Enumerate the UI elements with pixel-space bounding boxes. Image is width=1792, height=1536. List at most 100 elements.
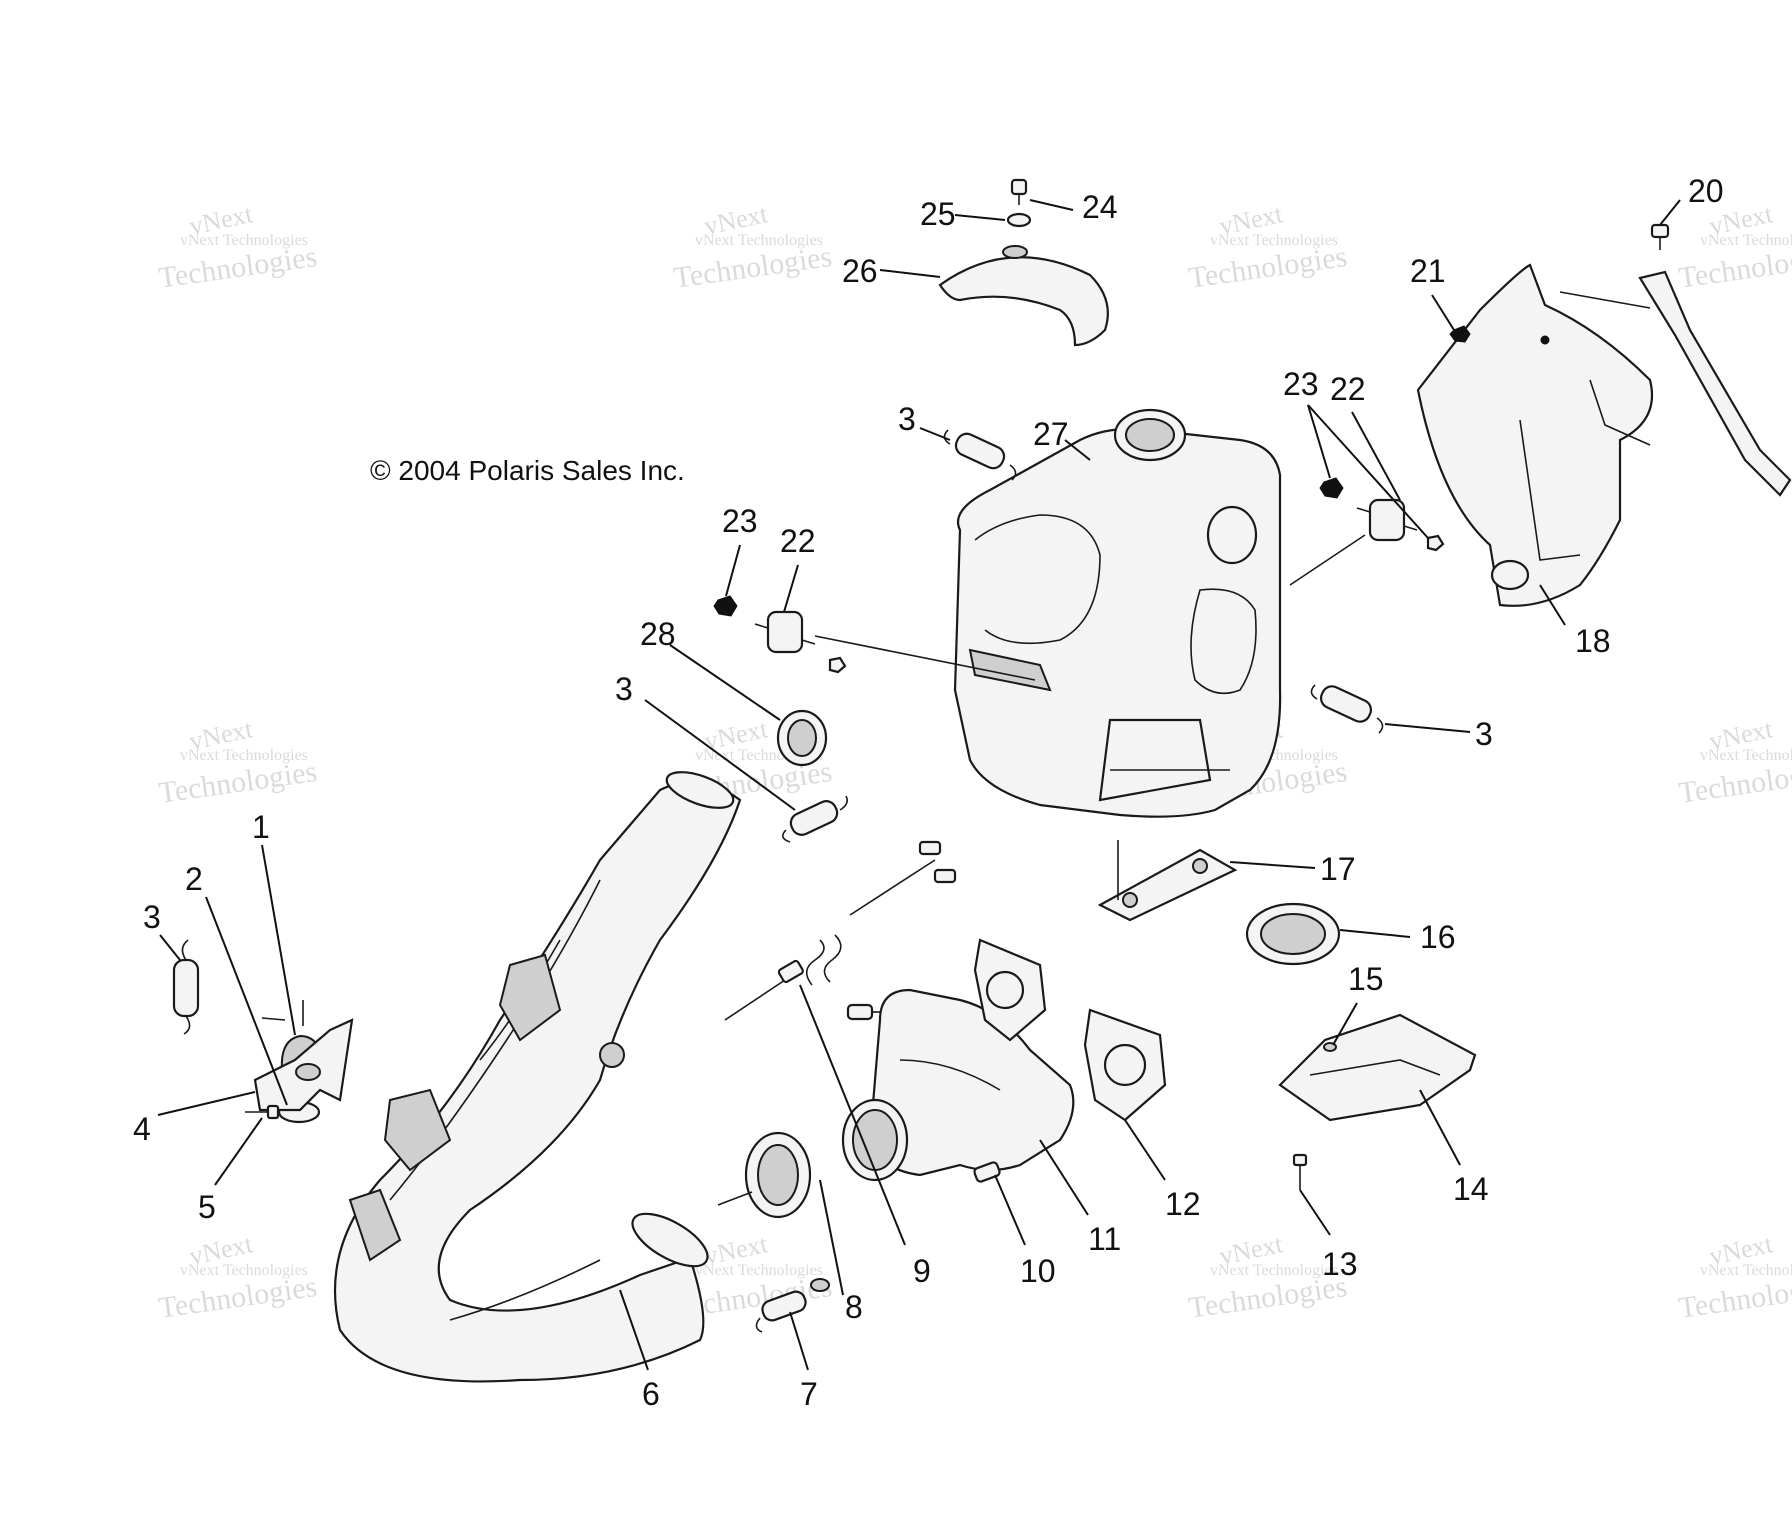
part-23-nut (1319, 477, 1344, 499)
callout-21: 21 (1410, 253, 1446, 289)
watermark: vNext vNext Technologies Technologies (671, 199, 834, 295)
callout-13: 13 (1322, 1246, 1358, 1282)
watermark-line2: vNext Technologies (180, 232, 308, 249)
part-3-spring (172, 939, 200, 1035)
pipe-axis-line (717, 1191, 753, 1206)
part-10-bolt (973, 1161, 1001, 1183)
callout-22: 22 (1330, 371, 1366, 407)
part-17-plate (1097, 840, 1238, 922)
leader-11 (1039, 1139, 1089, 1216)
callout-26: 26 (842, 253, 878, 289)
callout-labels: 1 2 3 4 5 6 7 8 9 10 11 12 13 14 15 16 1… (133, 173, 1724, 1412)
watermark-line2: vNext Technologies (695, 1262, 823, 1279)
part-16-seal-ring (1245, 902, 1341, 966)
watermark: vNext vNext Technologies Technologies (1186, 199, 1349, 295)
callout-15: 15 (1348, 961, 1384, 997)
callout-9: 9 (913, 1253, 931, 1289)
watermark-line2: vNext Technologies (1210, 1262, 1338, 1279)
part-18-heat-shield (1416, 263, 1654, 607)
part-3-spring (1310, 684, 1384, 734)
part-26-heat-shield (938, 245, 1109, 347)
callout-25: 25 (920, 196, 956, 232)
copyright-text: © 2004 Polaris Sales Inc. (370, 455, 685, 486)
leader-22-left (783, 564, 799, 613)
callout-3: 3 (143, 899, 161, 935)
callout-11: 11 (1088, 1221, 1121, 1257)
part-20-bolt (1650, 223, 1670, 250)
part-13-screw (1292, 1153, 1308, 1190)
leader-1 (261, 844, 296, 1036)
leader-lines (157, 199, 1681, 1371)
leader-23-right-a (1307, 404, 1331, 479)
callout-12: 12 (1165, 1186, 1201, 1222)
callout-7: 7 (800, 1376, 818, 1412)
part-3-spring (943, 429, 1017, 481)
watermark-line2: vNext Technologies (1700, 232, 1792, 249)
part-6-expansion-chamber (333, 771, 742, 1383)
leader-28 (669, 644, 781, 721)
watermark: vNext vNext Technologies Technologies (1676, 1229, 1792, 1325)
leader-10 (994, 1174, 1026, 1246)
watermark: vNext vNext Technologies Technologies (156, 1229, 319, 1325)
watermark-line2: vNext Technologies (180, 747, 308, 764)
part-12-gasket (973, 938, 1047, 1042)
leader-23-left (725, 544, 741, 597)
part-5-screw (245, 1104, 280, 1120)
leader-3-left (159, 934, 181, 961)
part-14-heat-shield (1278, 1013, 1477, 1122)
callout-22: 22 (780, 523, 816, 559)
callout-3: 3 (898, 401, 916, 437)
leader-27 (1064, 439, 1091, 461)
leader-22-right (1351, 411, 1401, 501)
watermark-line2: vNext Technologies (1700, 747, 1792, 764)
leader-3-top (919, 427, 951, 441)
callout-1: 1 (252, 809, 270, 845)
part-7-spring (755, 1290, 807, 1333)
callout-24: 24 (1082, 189, 1118, 225)
callout-18: 18 (1575, 623, 1611, 659)
part-25-washer (1006, 212, 1032, 228)
leader-14 (1419, 1089, 1461, 1166)
callout-20: 20 (1688, 173, 1724, 209)
part-22-isolator (1356, 498, 1445, 552)
part-28-grommet (776, 709, 828, 767)
leader-20 (1659, 199, 1681, 226)
callout-10: 10 (1020, 1253, 1056, 1289)
watermark-line2: vNext Technologies (1210, 232, 1338, 249)
callout-14: 14 (1453, 1171, 1489, 1207)
part-11-exhaust-manifold (841, 988, 1075, 1182)
leader-12 (1124, 1119, 1166, 1181)
watermark: vNext vNext Technologies Technologies (156, 714, 319, 810)
mount-axis-line (1289, 534, 1366, 586)
exhaust-temp-sensor (724, 840, 957, 1021)
part-24-bolt (1010, 178, 1028, 205)
part-10-bolt (846, 1003, 880, 1021)
leader-3-mid (644, 699, 796, 811)
leader-13 (1299, 1189, 1331, 1236)
shield-pointer-line (1559, 291, 1651, 309)
leader-3-right (1384, 723, 1471, 733)
callout-23: 23 (1283, 366, 1319, 402)
leader-26 (879, 269, 941, 278)
leader-2 (205, 896, 288, 1106)
leader-23-right-b (1307, 404, 1429, 539)
part-22-isolator (754, 610, 847, 674)
leader-24 (1029, 199, 1074, 211)
callout-4: 4 (133, 1111, 151, 1147)
part-27-muffler (953, 408, 1282, 818)
leader-9 (799, 984, 906, 1246)
part-21-nut (1449, 325, 1471, 343)
part-23-nut (713, 595, 738, 617)
callout-16: 16 (1420, 919, 1456, 955)
callout-2: 2 (185, 861, 203, 897)
mount-axis-line (814, 635, 1036, 681)
watermark: vNext vNext Technologies Technologies (1676, 714, 1792, 810)
part-8-fitting (810, 1278, 830, 1292)
part-9-seal-ring (744, 1131, 812, 1219)
leader-16 (1339, 929, 1411, 938)
watermark: vNext vNext Technologies Technologies (156, 199, 319, 295)
part-4-bracket (253, 1000, 354, 1112)
watermark-line2: vNext Technologies (695, 232, 823, 249)
